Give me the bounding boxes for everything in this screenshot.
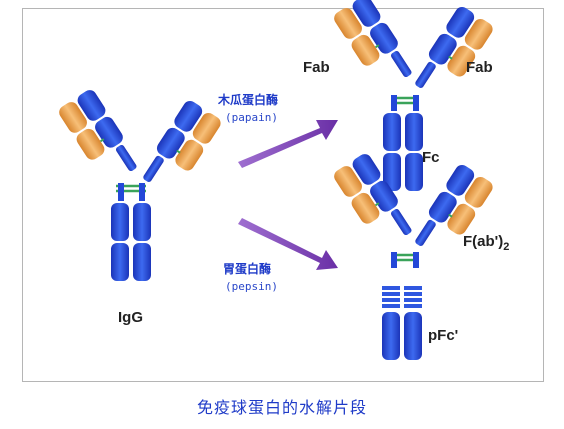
- papain-products: [330, 0, 497, 191]
- pfc-label: pFc': [428, 327, 458, 344]
- papain-arrow: [238, 120, 338, 168]
- fab2-arm-left: [330, 150, 418, 253]
- igg-label: IgG: [118, 309, 143, 326]
- papain-english: (papain): [225, 111, 278, 124]
- igg-fab-arm-left: [55, 86, 143, 189]
- fab-fragment-left: [330, 0, 418, 95]
- papain-name: 木瓜蛋白酶: [217, 92, 278, 107]
- pepsin-arrow: [238, 218, 338, 270]
- fab2-label: F(ab')2: [463, 233, 509, 253]
- fc-label: Fc: [422, 149, 440, 166]
- pepsin-name: 胃蛋白酶: [223, 261, 271, 276]
- igg-molecule: [55, 86, 225, 281]
- igg-fab-arm-right: [136, 97, 225, 200]
- fab-fragment-right: [408, 3, 497, 106]
- fc-fragment: [383, 95, 423, 191]
- fab2-hinge: [391, 252, 419, 268]
- figure-caption: 免疫球蛋白的水解片段: [196, 398, 367, 417]
- pfc-fragment: [382, 286, 422, 360]
- fab-label-left: Fab: [303, 59, 330, 76]
- pepsin-products: [330, 150, 497, 360]
- fab-label-right: Fab: [466, 59, 493, 76]
- igg-fc-region: [111, 203, 151, 281]
- pepsin-english: (pepsin): [225, 280, 278, 293]
- igg-hinge-bonds: [116, 183, 146, 201]
